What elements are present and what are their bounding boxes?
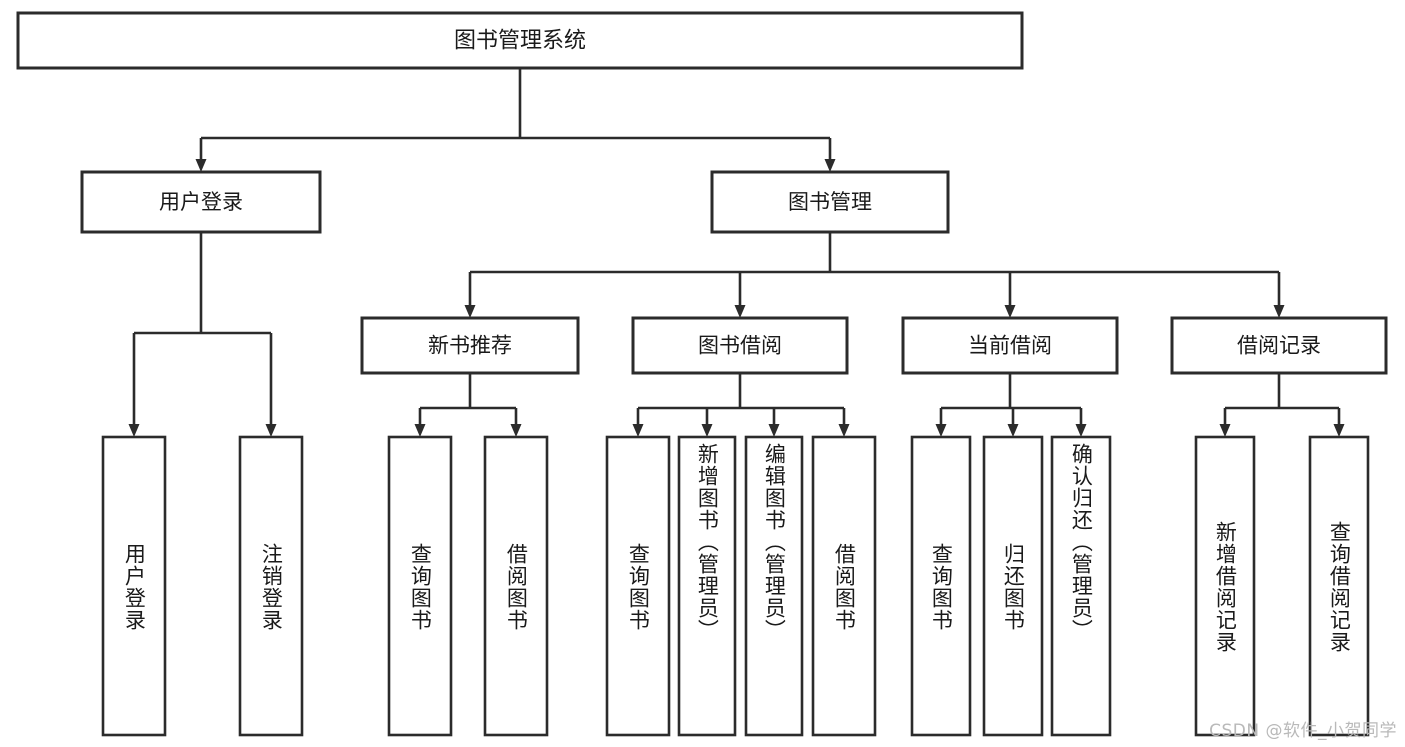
node-box-leaf-borrow-book[interactable] [811, 435, 877, 737]
node-label-root: 图书管理系统 [454, 29, 586, 54]
node-box-root[interactable] [16, 11, 1024, 70]
node-box-leaf-confirm-return[interactable] [1050, 435, 1112, 737]
arrow-head-leaf-logout-login [265, 424, 277, 437]
connector-layer [128, 68, 1345, 437]
arrow-head-borrow-record [1273, 305, 1285, 318]
node-box-leaf-add-borrow-record[interactable] [1194, 435, 1256, 737]
node-box-leaf-query-borrow-record[interactable] [1308, 435, 1370, 737]
arrow-head-book-borrow [734, 305, 746, 318]
arrow-head-leaf-edit-book [768, 424, 780, 437]
arrow-head-leaf-query-book-recommend [414, 424, 426, 437]
node-box-leaf-query-book-borrow[interactable] [605, 435, 671, 737]
node-box-leaf-logout-login[interactable] [238, 435, 304, 737]
arrow-head-leaf-add-borrow-record [1219, 424, 1231, 437]
node-box-layer [16, 11, 1388, 737]
arrow-head-leaf-borrow-book [838, 424, 850, 437]
arrow-head-current-borrow [1004, 305, 1016, 318]
arrow-head-user-login [195, 159, 207, 172]
arrow-head-leaf-query-borrow-record [1333, 424, 1345, 437]
node-label-book-borrow: 图书借阅 [698, 334, 782, 358]
node-label-borrow-record: 借阅记录 [1237, 334, 1321, 358]
node-box-leaf-query-book-current[interactable] [910, 435, 972, 737]
arrow-head-leaf-confirm-return [1075, 424, 1087, 437]
node-box-leaf-query-book-recommend[interactable] [387, 435, 453, 737]
node-label-book-manage: 图书管理 [788, 190, 872, 214]
arrow-head-new-book-recommend [464, 305, 476, 318]
arrow-head-leaf-query-book-borrow [632, 424, 644, 437]
arrow-head-leaf-query-book-current [935, 424, 947, 437]
arrow-head-leaf-borrow-book-recommend [510, 424, 522, 437]
node-box-book-borrow[interactable] [631, 316, 849, 375]
arrow-head-leaf-add-book [701, 424, 713, 437]
node-box-leaf-edit-book[interactable] [744, 435, 804, 737]
node-box-current-borrow[interactable] [901, 316, 1119, 375]
node-label-current-borrow: 当前借阅 [968, 334, 1052, 358]
node-box-user-login[interactable] [80, 170, 322, 234]
arrow-head-leaf-user-login [128, 424, 140, 437]
node-label-new-book-recommend: 新书推荐 [428, 334, 512, 358]
node-box-leaf-borrow-book-recommend[interactable] [483, 435, 549, 737]
node-box-book-manage[interactable] [710, 170, 950, 234]
node-box-leaf-user-login[interactable] [101, 435, 167, 737]
arrow-head-book-manage [824, 159, 836, 172]
node-box-new-book-recommend[interactable] [360, 316, 580, 375]
node-box-borrow-record[interactable] [1170, 316, 1388, 375]
node-box-leaf-add-book[interactable] [677, 435, 737, 737]
watermark-text: CSDN @软件_小贺同学 [1209, 721, 1397, 741]
node-label-user-login: 用户登录 [159, 190, 243, 214]
node-box-leaf-return-book[interactable] [982, 435, 1044, 737]
arrow-head-leaf-return-book [1007, 424, 1019, 437]
